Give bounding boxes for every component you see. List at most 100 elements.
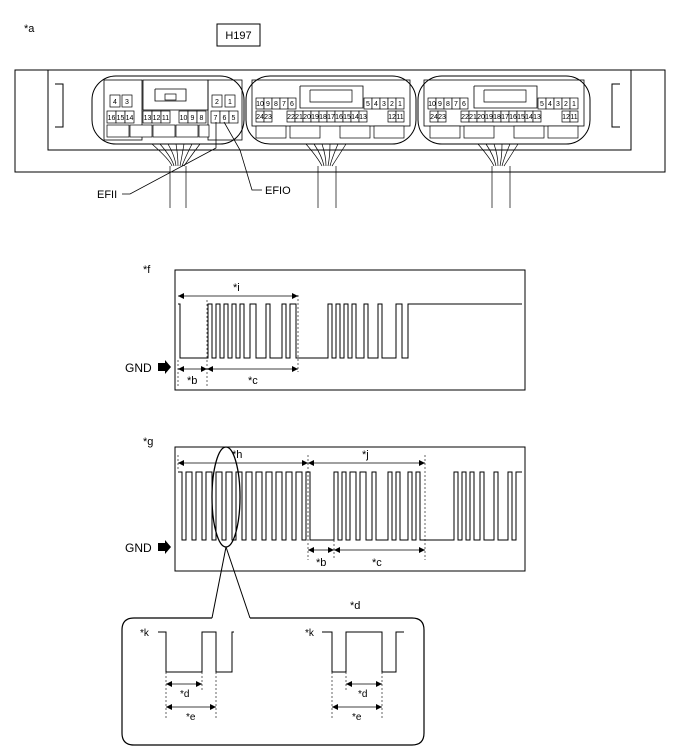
pin: 14: [351, 114, 359, 121]
pin: 21: [295, 114, 303, 121]
label-d-left: *d: [180, 689, 189, 700]
label-b-f: *b: [187, 375, 197, 387]
pin: 6: [462, 101, 466, 108]
label-i: *i: [233, 282, 240, 294]
label-k-right: *k: [305, 628, 315, 639]
pin: 15: [343, 114, 351, 121]
span-c-g: [334, 547, 425, 553]
pin: 12: [562, 114, 570, 121]
pin: 13: [144, 115, 152, 122]
pin: 5: [232, 115, 236, 122]
pin: 15: [117, 115, 125, 122]
wire-harnesses: [151, 143, 519, 208]
pin: 22: [461, 114, 469, 121]
pin: 21: [469, 114, 477, 121]
connector-left: 4 3 16 15 14 13 12 11 10 9 8 2 1 7 6 5: [91, 75, 245, 145]
pin: 24: [430, 114, 438, 121]
pin: 13: [533, 114, 541, 121]
pin: 14: [525, 114, 533, 121]
pin: 22: [287, 114, 295, 121]
pin: 24: [256, 114, 264, 121]
pin: 9: [191, 115, 195, 122]
right-arrow-icon: [158, 360, 171, 374]
pin: 3: [125, 99, 129, 106]
pin: 16: [509, 114, 517, 121]
pin: 9: [438, 101, 442, 108]
label-k-left: *k: [140, 628, 150, 639]
pin: 10: [256, 101, 264, 108]
pin: 19: [311, 114, 319, 121]
span-b-f: [178, 366, 207, 372]
span-e-left: [166, 704, 216, 710]
pin: 12: [153, 115, 161, 122]
pin: 7: [282, 101, 286, 108]
span-j: [308, 460, 425, 466]
pin: 9: [266, 101, 270, 108]
pin: 18: [493, 114, 501, 121]
span-b-g: [308, 547, 334, 553]
pin: 1: [228, 99, 232, 106]
pin: 15: [517, 114, 525, 121]
label-a: *a: [24, 23, 35, 35]
pin: 11: [570, 114, 577, 121]
pin: 5: [366, 101, 370, 108]
pin: 12: [388, 114, 396, 121]
waveform-f: [178, 303, 522, 359]
pin: 20: [303, 114, 311, 121]
pin: 17: [501, 114, 509, 121]
label-e-left: *e: [186, 712, 196, 723]
pin: 10: [180, 115, 188, 122]
pin: 13: [359, 114, 367, 121]
label-e-right: *e: [352, 712, 362, 723]
label-c-g: *c: [372, 557, 382, 569]
connector-id: H197: [225, 30, 251, 42]
pin: 6: [290, 101, 294, 108]
label-d-title: *d: [350, 600, 360, 612]
label-j: *j: [362, 449, 369, 461]
connector-middle: 10 9 8 7 6 5 4 3 2 1 24 23 22 21 20 19 1…: [245, 75, 417, 145]
pin: 3: [556, 101, 560, 108]
pin: 3: [382, 101, 386, 108]
pin: 16: [335, 114, 343, 121]
label-f: *f: [143, 264, 151, 276]
ecu-housing: [14, 69, 666, 173]
waveform-g: [178, 471, 522, 541]
zoom-leader-left: [211, 546, 227, 619]
zoom-leader-right: [225, 546, 251, 619]
label-d-right: *d: [358, 689, 367, 700]
span-c-f: [207, 366, 298, 372]
pin: 23: [264, 114, 272, 121]
gnd-label-f: GND: [125, 361, 152, 375]
zoom-inset-frame: [121, 617, 425, 746]
pin: 1: [572, 101, 576, 108]
span-h: [178, 460, 308, 466]
pin: 5: [540, 101, 544, 108]
waveform-zoom-left: [158, 631, 234, 673]
scope-frame-f: [174, 269, 526, 391]
pin: 4: [113, 99, 117, 106]
connector-id-box: H197: [216, 23, 261, 47]
pin: 18: [319, 114, 327, 121]
pin: 11: [396, 114, 403, 121]
label-b-g: *b: [316, 557, 326, 569]
label-h: *h: [232, 449, 242, 461]
pin: 17: [327, 114, 335, 121]
span-d-left: [166, 681, 202, 687]
pin-efio: 6: [223, 115, 227, 122]
pin: 2: [215, 99, 219, 106]
efii-label: EFII: [97, 189, 117, 201]
span-e-right: [332, 704, 382, 710]
span-d-right: [346, 681, 382, 687]
waveform-zoom-right: [322, 631, 404, 673]
span-i: [178, 293, 298, 299]
pin: 4: [374, 101, 378, 108]
pin-efii: 7: [214, 115, 218, 122]
pin: 1: [398, 101, 402, 108]
pin: 16: [108, 115, 116, 122]
pin: 20: [477, 114, 485, 121]
pin: 10: [428, 101, 436, 108]
connector-right: 10 9 8 7 6 5 4 3 2 1 24 23 22 21 20 19 1…: [417, 75, 591, 145]
pin: 8: [200, 115, 204, 122]
pin: 7: [454, 101, 458, 108]
